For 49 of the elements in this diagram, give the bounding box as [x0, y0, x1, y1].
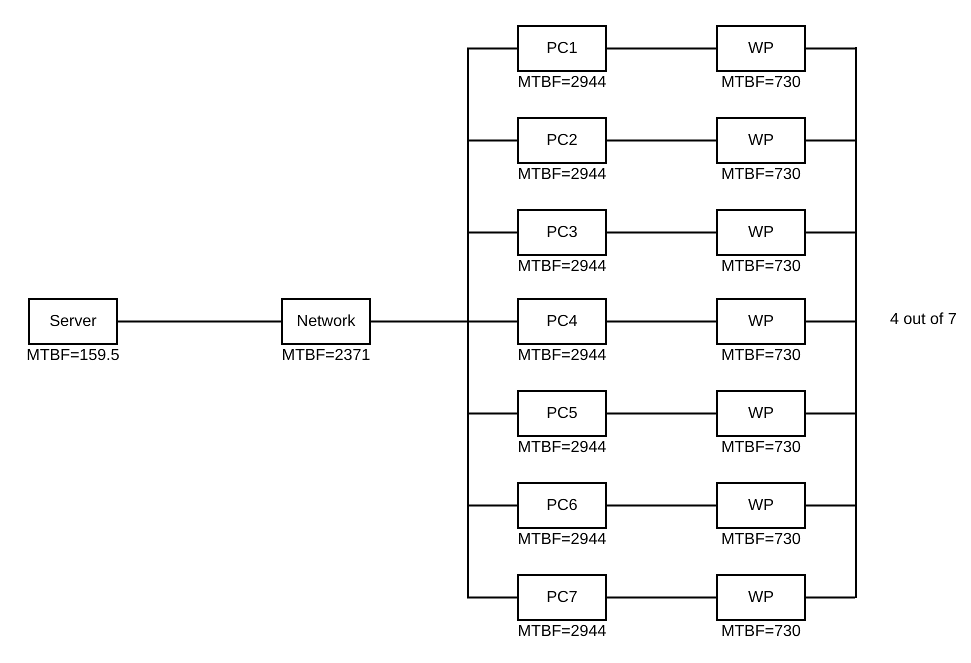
connector-line	[806, 232, 855, 234]
mtbf-label: MTBF=2371	[282, 347, 370, 365]
component-box: Network	[281, 298, 371, 345]
connector-line	[806, 140, 855, 142]
connector-line	[806, 320, 855, 322]
mtbf-label: MTBF=2944	[518, 74, 606, 92]
mtbf-label: MTBF=2944	[518, 439, 606, 457]
component-box: PC3	[517, 209, 607, 256]
component-box: PC7	[517, 574, 607, 621]
connector-line	[607, 412, 716, 414]
mtbf-label: MTBF=2944	[518, 347, 606, 365]
connector-line	[118, 320, 281, 322]
mtbf-label: MTBF=730	[721, 623, 801, 641]
mtbf-label: MTBF=2944	[518, 531, 606, 549]
connector-line	[806, 48, 855, 50]
annotation-text: 4 out of 7	[890, 311, 957, 329]
connector-line	[806, 412, 855, 414]
mtbf-label: MTBF=2944	[518, 258, 606, 276]
component-box: WP	[716, 298, 806, 345]
mtbf-label: MTBF=730	[721, 74, 801, 92]
connector-line	[607, 504, 716, 506]
mtbf-label: MTBF=730	[721, 258, 801, 276]
mtbf-label: MTBF=730	[721, 347, 801, 365]
mtbf-label: MTBF=159.5	[26, 347, 120, 365]
mtbf-label: MTBF=730	[721, 531, 801, 549]
component-box: WP	[716, 25, 806, 72]
component-box: WP	[716, 390, 806, 437]
mtbf-label: MTBF=2944	[518, 623, 606, 641]
connector-line	[806, 596, 855, 598]
component-box: WP	[716, 117, 806, 164]
connector-line	[607, 596, 716, 598]
component-box: PC4	[517, 298, 607, 345]
component-box: Server	[28, 298, 118, 345]
mtbf-label: MTBF=2944	[518, 166, 606, 184]
component-box: PC5	[517, 390, 607, 437]
component-box: PC1	[517, 25, 607, 72]
component-box: WP	[716, 482, 806, 529]
component-box: PC6	[517, 482, 607, 529]
connector-line	[607, 140, 716, 142]
mtbf-label: MTBF=730	[721, 439, 801, 457]
component-box: WP	[716, 574, 806, 621]
component-box: PC2	[517, 117, 607, 164]
component-box: WP	[716, 209, 806, 256]
mtbf-label: MTBF=730	[721, 166, 801, 184]
connector-line	[806, 504, 855, 506]
connector-line	[607, 48, 716, 50]
connector-line	[607, 232, 716, 234]
connector-line	[607, 320, 716, 322]
connector-line	[371, 320, 517, 598]
